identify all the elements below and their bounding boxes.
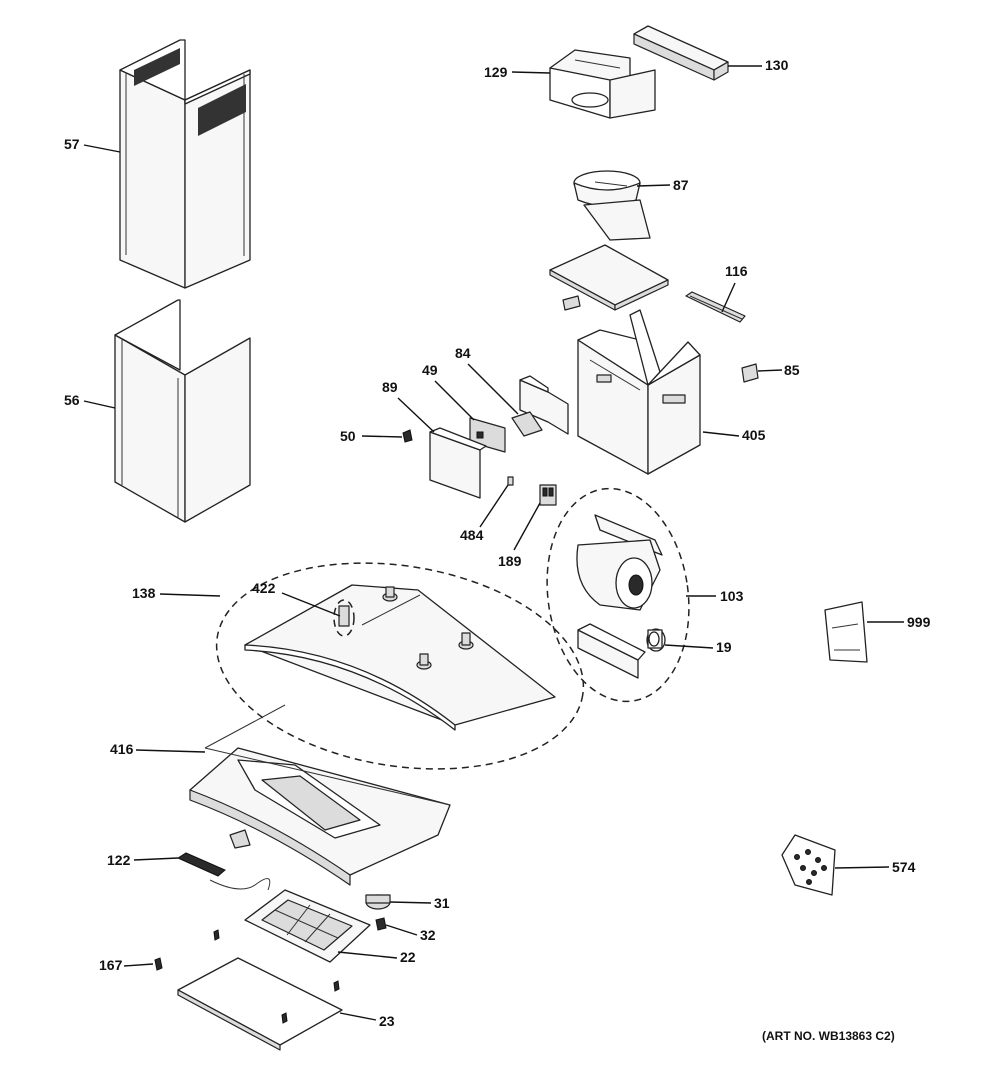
svg-text:116: 116 bbox=[725, 263, 748, 279]
svg-text:999: 999 bbox=[907, 614, 931, 630]
callout-23: 23 bbox=[339, 1012, 395, 1029]
part-57-upper-chimney[interactable] bbox=[119, 39, 251, 289]
part-130-bracket[interactable] bbox=[633, 25, 729, 81]
part-19-capacitor[interactable] bbox=[646, 628, 666, 652]
callout-49: 49 bbox=[422, 362, 475, 421]
svg-text:56: 56 bbox=[64, 392, 80, 408]
callout-50: 50 bbox=[340, 428, 403, 444]
svg-text:31: 31 bbox=[434, 895, 450, 911]
part-85-clip[interactable] bbox=[741, 363, 759, 383]
svg-text:50: 50 bbox=[340, 428, 356, 444]
part-23-bottom-panel[interactable] bbox=[177, 957, 343, 1051]
part-32-screw[interactable] bbox=[375, 917, 387, 931]
part-top-plate[interactable] bbox=[549, 244, 669, 311]
svg-text:138: 138 bbox=[132, 585, 156, 601]
part-50-screw[interactable] bbox=[402, 429, 413, 443]
svg-text:122: 122 bbox=[107, 852, 131, 868]
svg-text:84: 84 bbox=[455, 345, 471, 361]
svg-text:32: 32 bbox=[420, 927, 436, 943]
callout-138: 138 bbox=[132, 585, 221, 601]
part-87-duct-collar[interactable] bbox=[573, 170, 651, 241]
svg-text:422: 422 bbox=[252, 580, 276, 596]
part-999-manual[interactable] bbox=[824, 601, 868, 663]
part-129-duct-damper[interactable] bbox=[549, 49, 656, 119]
part-84-bracket[interactable] bbox=[511, 375, 569, 437]
callout-32: 32 bbox=[385, 924, 436, 943]
part-56-lower-chimney[interactable] bbox=[114, 299, 251, 523]
callout-87: 87 bbox=[636, 177, 689, 193]
callout-85: 85 bbox=[757, 362, 800, 378]
callout-422: 422 bbox=[252, 580, 341, 617]
callout-130: 130 bbox=[728, 57, 789, 73]
svg-text:103: 103 bbox=[720, 588, 744, 604]
svg-text:57: 57 bbox=[64, 136, 80, 152]
svg-text:574: 574 bbox=[892, 859, 916, 875]
part-light-socket[interactable] bbox=[229, 829, 251, 849]
svg-text:129: 129 bbox=[484, 64, 508, 80]
svg-text:416: 416 bbox=[110, 741, 134, 757]
art-number: (ART NO. WB13863 C2) bbox=[762, 1029, 895, 1043]
part-574-hardware-kit[interactable] bbox=[781, 834, 836, 896]
callout-416: 416 bbox=[110, 741, 206, 757]
part-416-panel-assembly[interactable] bbox=[189, 704, 451, 886]
svg-text:405: 405 bbox=[742, 427, 766, 443]
part-405-blower-housing[interactable] bbox=[577, 309, 701, 475]
svg-text:189: 189 bbox=[498, 553, 522, 569]
svg-text:89: 89 bbox=[382, 379, 398, 395]
callout-122: 122 bbox=[107, 852, 179, 868]
svg-text:484: 484 bbox=[460, 527, 484, 543]
callout-189: 189 bbox=[498, 502, 541, 569]
part-89-control-box[interactable] bbox=[429, 427, 487, 499]
part-103-blower-assembly[interactable] bbox=[534, 479, 702, 710]
callout-129: 129 bbox=[484, 64, 551, 80]
svg-text:167: 167 bbox=[99, 957, 123, 973]
callout-116: 116 bbox=[721, 263, 748, 313]
part-116-rail[interactable] bbox=[685, 291, 746, 323]
callout-31: 31 bbox=[389, 895, 450, 911]
callout-405: 405 bbox=[702, 427, 766, 443]
callout-103: 103 bbox=[686, 588, 744, 604]
callout-57: 57 bbox=[64, 136, 121, 153]
part-122-transformer[interactable] bbox=[176, 852, 271, 891]
part-484-pin[interactable] bbox=[507, 476, 514, 486]
callout-574: 574 bbox=[834, 859, 916, 875]
callout-22: 22 bbox=[337, 949, 416, 965]
callout-84: 84 bbox=[455, 345, 519, 415]
callout-484: 484 bbox=[460, 484, 509, 543]
part-22-grease-filter[interactable] bbox=[244, 889, 371, 963]
callout-999: 999 bbox=[867, 614, 931, 630]
svg-text:49: 49 bbox=[422, 362, 438, 378]
callout-89: 89 bbox=[382, 379, 435, 433]
part-31-knob[interactable] bbox=[365, 894, 391, 910]
part-screw-small[interactable] bbox=[213, 929, 340, 992]
svg-text:22: 22 bbox=[400, 949, 416, 965]
svg-text:19: 19 bbox=[716, 639, 732, 655]
svg-text:23: 23 bbox=[379, 1013, 395, 1029]
part-138-canopy[interactable] bbox=[202, 538, 599, 793]
callout-19: 19 bbox=[664, 639, 732, 655]
svg-text:130: 130 bbox=[765, 57, 789, 73]
svg-text:85: 85 bbox=[784, 362, 800, 378]
part-167-screw[interactable] bbox=[154, 957, 163, 971]
callout-167: 167 bbox=[99, 957, 154, 973]
svg-text:87: 87 bbox=[673, 177, 689, 193]
part-189-switch[interactable] bbox=[539, 484, 557, 506]
callout-56: 56 bbox=[64, 392, 116, 409]
